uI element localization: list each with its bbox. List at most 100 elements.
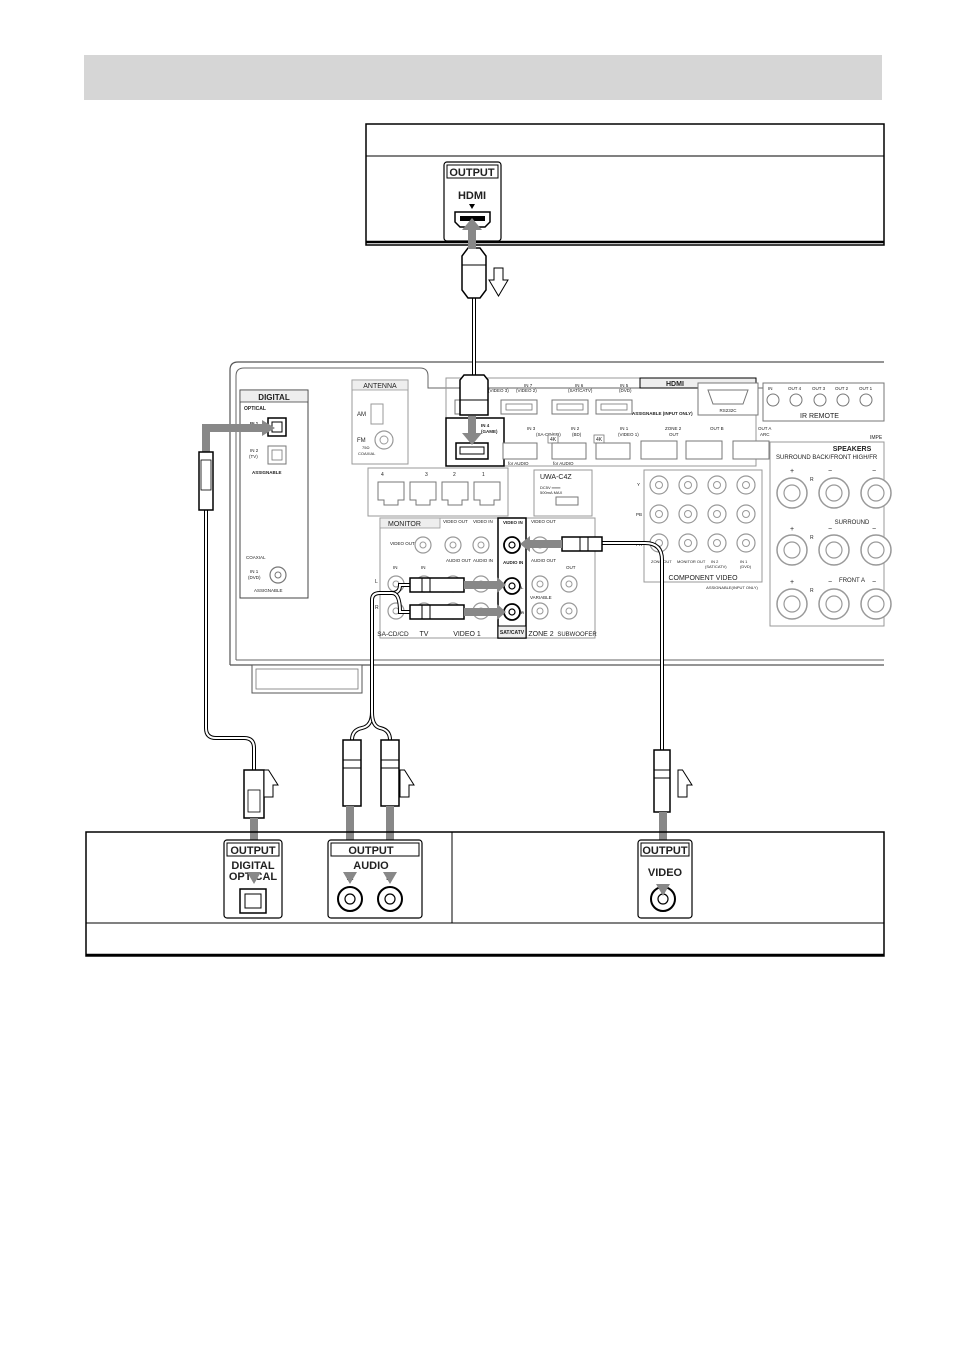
hdmi-in6-sub: (SAT/CATV) (568, 388, 593, 393)
hdmi-in2-sub: (BD) (572, 432, 582, 437)
hdmi-outa-label: OUT A (758, 426, 771, 431)
optical-label: OPTICAL (244, 406, 266, 412)
rca-plug-video-bottom (653, 749, 671, 813)
sp-minus-1: − (828, 468, 832, 475)
for-audio-2: for AUDIO (553, 461, 574, 466)
optical-assignable: ASSIGNABLE (252, 470, 282, 475)
header-band (84, 55, 882, 100)
comp-in2-sub: (SAT/CATV) (705, 564, 727, 569)
hdmi-section-title: HDMI (666, 381, 684, 388)
hdmi-cable (459, 218, 509, 445)
hdmi-source-device: OUTPUT HDMI (365, 123, 885, 246)
sp-minus-2: − (872, 468, 876, 475)
rj-1-label: 1 (482, 472, 485, 478)
zone2-audio-out: AUDIO OUT (531, 558, 556, 563)
rca-plug-bottom-l (380, 739, 400, 807)
signal-flow-arrow-hdmi (488, 267, 509, 297)
receiver-rear-panel: DIGITAL OPTICAL IN 1 (SAT/CATV) IN 2 (TV… (229, 361, 892, 694)
sp-plus-2: + (790, 526, 794, 533)
ir-out3-label: OUT 3 (812, 386, 826, 391)
comp-in1-label: IN 1 (740, 559, 748, 564)
hdmi-plug-bottom (459, 374, 489, 416)
hdmi-output-label: OUTPUT (449, 167, 495, 179)
sp-plus-3: + (790, 579, 794, 586)
analog-jacks-area: MONITOR VIDEO OUT VIDEO OUT VIDEO IN VID… (375, 517, 597, 639)
y-label: Y (637, 482, 640, 487)
audio-label: AUDIO (353, 860, 389, 872)
rca-plug-video-top (561, 536, 603, 552)
ir-remote-label: IR REMOTE (800, 413, 839, 420)
comp-in2-label: IN 2 (711, 559, 719, 564)
video-output: OUTPUT VIDEO (637, 839, 693, 919)
hdmi-zone2-label: ZONE 2 (665, 426, 682, 431)
ir-in-label: IN (768, 386, 773, 391)
fm-sub1: 75Ω (362, 445, 369, 450)
hdmi-plug-top (461, 247, 487, 299)
hdmi-outb-label: OUT B (710, 426, 724, 431)
optical-in2-label: IN 2 (250, 448, 259, 453)
hdmi-assignable-label: ASSIGNABLE (INPUT ONLY) (632, 411, 693, 416)
speakers-label: SPEAKERS (833, 446, 872, 453)
coaxial-in1-sub: (DVD) (248, 575, 261, 580)
antenna-panel: ANTENNA AM FM 75Ω COAXIAL (351, 379, 409, 465)
ir-out2-label: OUT 2 (835, 386, 849, 391)
signal-flow-arrow-optical (263, 769, 279, 798)
surround-back-label: SURROUND BACK/FRONT HIGH/FR (776, 455, 878, 461)
monitor-out-label: MONITOR OUT (677, 559, 706, 564)
signal-flow-arrow-video (677, 769, 693, 798)
zone2-vid-out: VIDEO OUT (531, 519, 556, 524)
audio-output: OUTPUT AUDIO R L (327, 839, 423, 919)
component-assignable: ASSIGNABLE(INPUT ONLY) (706, 585, 758, 590)
audio-output-label: OUTPUT (348, 845, 394, 857)
sp-plus-1: + (790, 468, 794, 475)
sacd-label: SA-CD/CD (377, 631, 409, 638)
optical-output-label: OUTPUT (230, 845, 276, 857)
component-video-label: COMPONENT VIDEO (668, 575, 738, 582)
coaxial-assignable: ASSIGNABLE (254, 588, 283, 593)
video1-label: VIDEO 1 (453, 631, 481, 638)
vid-out-label: VIDEO OUT (443, 519, 468, 524)
sacd-in-label: IN (393, 565, 398, 570)
rs232c-port: RS232C (697, 382, 759, 416)
ir-out1-label: OUT 1 (859, 386, 873, 391)
ir-out4-label: OUT 4 (788, 386, 802, 391)
hdmi-in4-label: IN 4 (481, 423, 490, 428)
speaker-terminals: IMPE SPEAKERS SURROUND BACK/FRONT HIGH/F… (769, 435, 892, 627)
sub-out-label: OUT (566, 565, 576, 570)
network-ports: 4 3 2 1 UWA-C4Z DC5V ═══ 500mA MAX (367, 467, 593, 517)
am-label: AM (357, 412, 366, 418)
hdmi-in7-sub: (VIDEO 2) (516, 388, 537, 393)
hdmi-in1-label: IN 1 (620, 426, 629, 431)
optical-in1-label: IN 1 (250, 421, 259, 426)
hdmi-in5-label: IN 5 (620, 383, 629, 388)
monitor-label: MONITOR (388, 521, 421, 528)
sp-minus-4: − (872, 526, 876, 533)
source-device: OUTPUT DIGITAL OPTICAL OUTPUT AUDIO R L … (85, 831, 885, 957)
uwa-label: UWA-C4Z (540, 474, 572, 481)
audio-in-label: AUDIO IN (473, 558, 493, 563)
rca-plug-l (409, 577, 465, 593)
sp-minus-5: − (828, 579, 832, 586)
hdmi-in2-label: IN 2 (571, 426, 580, 431)
fm-sub2: COAXIAL (358, 451, 376, 456)
video-output-label: OUTPUT (642, 845, 688, 857)
tv-in-label: IN (421, 565, 426, 570)
imped-label: IMPE (870, 435, 883, 441)
hdmi-in3-sub: (SA-CD/CD) (536, 432, 561, 437)
coaxial-label: COAXIAL (246, 555, 266, 560)
coaxial-in1-label: IN 1 (250, 569, 259, 574)
uwa-sub2: 500mA MAX (540, 490, 563, 495)
left-l-label: L (375, 579, 378, 585)
sp-minus-6: − (872, 579, 876, 586)
audio-cable (342, 577, 506, 871)
digital-audio-panel: DIGITAL OPTICAL IN 1 (SAT/CATV) IN 2 (TV… (239, 389, 309, 599)
sp-r-2: R (810, 535, 814, 541)
pb-label: PB (636, 512, 642, 517)
hdmi-label: HDMI (458, 190, 486, 202)
audio-out-label: AUDIO OUT (446, 558, 471, 563)
tv-label: TV (420, 631, 429, 638)
rs232c-label: RS232C (719, 408, 737, 413)
ir-remote-panel: IN OUT 4 OUT 3 OUT 2 OUT 1 IR REMOTE (762, 382, 885, 422)
hdmi-flow-arrow-top (468, 227, 476, 249)
